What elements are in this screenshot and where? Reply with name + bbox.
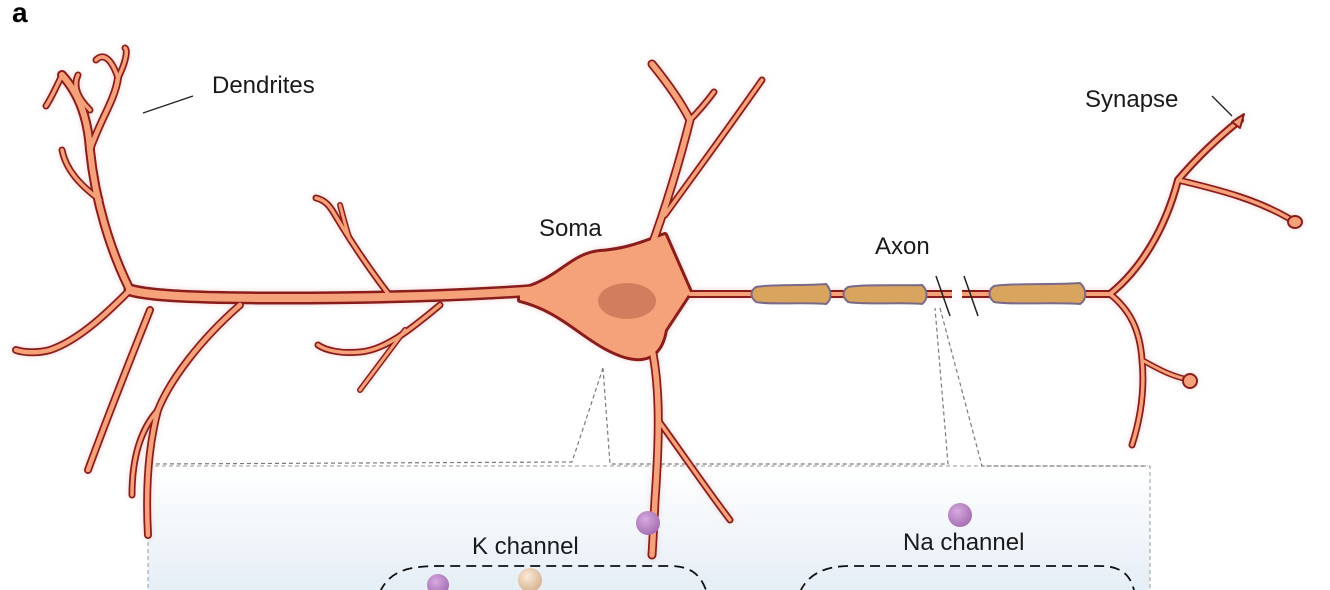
synapse-terminal	[1231, 113, 1245, 129]
label-synapse: Synapse	[1085, 86, 1178, 113]
ion-purple	[427, 574, 449, 590]
myelin-sheath	[988, 281, 1087, 306]
myelin-sheath	[750, 282, 832, 306]
ion-purple	[636, 511, 660, 535]
myelin-sheath	[842, 283, 928, 306]
label-dendrites: Dendrites	[212, 72, 315, 99]
leader-lines	[142, 95, 1233, 117]
label-soma: Soma	[539, 215, 602, 242]
ion-tan	[518, 568, 542, 590]
label-k-channel: K channel	[472, 533, 579, 560]
myelin-sheaths	[750, 281, 1087, 306]
synapse-terminal	[1287, 215, 1303, 229]
panel-letter: a	[12, 0, 28, 28]
axon-break	[935, 275, 979, 317]
zoom-guides	[149, 307, 1148, 467]
membrane-outlines	[380, 565, 1135, 590]
label-axon: Axon	[875, 233, 930, 260]
label-na-channel: Na channel	[903, 529, 1024, 556]
synapse-terminal	[1182, 373, 1198, 389]
ion-purple	[948, 503, 972, 527]
neuron	[12, 44, 1303, 560]
nucleus	[598, 283, 656, 319]
neuron-fill	[13, 46, 1297, 558]
